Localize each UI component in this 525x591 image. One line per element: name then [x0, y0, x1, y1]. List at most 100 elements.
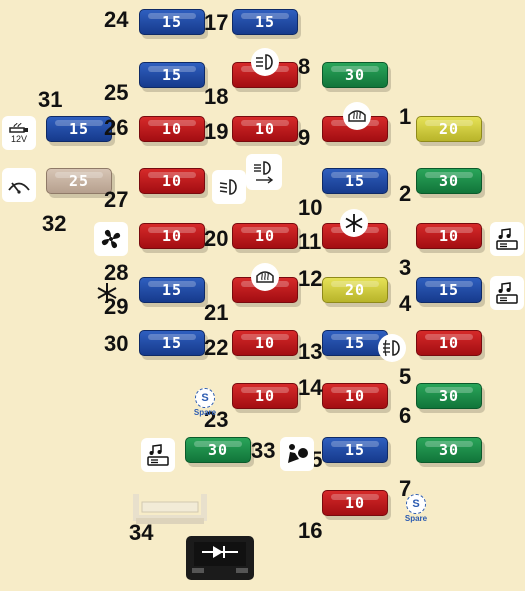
- airbag-icon: [280, 437, 314, 471]
- slot-number-14: 14: [298, 375, 323, 400]
- fuse-25-rating: 15: [161, 66, 183, 84]
- fuse-23-rating: 10: [254, 387, 276, 405]
- slot-number-7: 7: [399, 476, 412, 501]
- fuse-30-rating: 15: [161, 334, 183, 352]
- slot-number-30: 30: [104, 331, 129, 356]
- fuse-20[interactable]: 10: [232, 223, 298, 249]
- slot-number-21: 21: [204, 300, 229, 325]
- fuse-29[interactable]: 15: [139, 277, 205, 303]
- spare-label: Spare: [193, 408, 217, 417]
- slot-number-27: 27: [104, 187, 129, 212]
- fuse-2[interactable]: 30: [416, 168, 482, 194]
- diode-symbol-icon: [192, 542, 248, 573]
- fuse-4-rating: 15: [438, 281, 460, 299]
- slot-number-32: 32: [42, 211, 67, 236]
- fuse-32[interactable]: 25: [46, 168, 112, 194]
- fuse-7[interactable]: 30: [416, 437, 482, 463]
- fuse-1-rating: 20: [438, 120, 460, 138]
- radio-icon: [490, 222, 524, 256]
- slot-number-26: 26: [104, 115, 129, 140]
- spare-icon: S Spare: [188, 388, 222, 417]
- slot-number-33: 33: [251, 438, 276, 463]
- slot-number-20: 20: [204, 226, 229, 251]
- fuse-10[interactable]: 15: [322, 168, 388, 194]
- fuse-1[interactable]: 20: [416, 116, 482, 142]
- fuse-10-rating: 15: [344, 172, 366, 190]
- radio-icon-3: [141, 438, 175, 472]
- fuse-13[interactable]: 15: [322, 330, 388, 356]
- slot-number-11: 11: [298, 229, 322, 254]
- fuse-4[interactable]: 15: [416, 277, 482, 303]
- fuse-6[interactable]: 30: [416, 383, 482, 409]
- fuse-31[interactable]: 15: [46, 116, 112, 142]
- fan-icon: [94, 222, 128, 256]
- fuse-31-rating: 15: [68, 120, 90, 138]
- fuse-8[interactable]: 30: [322, 62, 388, 88]
- fuse-12-rating: 20: [344, 281, 366, 299]
- fuse-22-rating: 10: [254, 334, 276, 352]
- fuse-3[interactable]: 10: [416, 223, 482, 249]
- fuse-14[interactable]: 10: [322, 383, 388, 409]
- slot-number-9: 9: [298, 125, 311, 150]
- fuse-32-rating: 25: [68, 172, 90, 190]
- fuse-holder-34[interactable]: [132, 492, 208, 526]
- slot-number-13: 13: [298, 339, 323, 364]
- slot-number-31: 31: [38, 87, 63, 112]
- fuse-16-rating: 10: [344, 494, 366, 512]
- fuse-17-rating: 15: [254, 13, 276, 31]
- fuse-5-rating: 10: [438, 334, 460, 352]
- cigarette-lighter-icon: 12V: [2, 116, 36, 150]
- fuse-24[interactable]: 15: [139, 9, 205, 35]
- fuse-23[interactable]: 10: [232, 383, 298, 409]
- fuse-27[interactable]: 10: [139, 168, 205, 194]
- spare-label-2: Spare: [404, 514, 428, 523]
- fuse-30[interactable]: 15: [139, 330, 205, 356]
- fuse-12[interactable]: 20: [322, 277, 388, 303]
- fuse-6-rating: 30: [438, 387, 460, 405]
- snowflake-icon: [340, 209, 368, 237]
- spare-letter: S: [195, 388, 215, 408]
- slot-number-28: 28: [104, 260, 129, 285]
- rear-defrost-icon-2: [251, 263, 279, 291]
- fuse-13-rating: 15: [344, 334, 366, 352]
- slot-number-17: 17: [204, 10, 229, 35]
- fuse-19[interactable]: 10: [232, 116, 298, 142]
- fuse-22[interactable]: 10: [232, 330, 298, 356]
- fuse-27-rating: 10: [161, 172, 183, 190]
- fuse-15[interactable]: 15: [322, 437, 388, 463]
- fuse-33[interactable]: 30: [185, 437, 251, 463]
- fuse-25[interactable]: 15: [139, 62, 205, 88]
- fuse-19-rating: 10: [254, 120, 276, 138]
- lighter-voltage-label: 12V: [10, 133, 27, 144]
- slot-number-2: 2: [399, 181, 412, 206]
- slot-number-23: 23: [204, 407, 229, 432]
- wiper-icon: [2, 168, 36, 202]
- spare-icon-2: S Spare: [399, 494, 433, 523]
- fuse-3-rating: 10: [438, 227, 460, 245]
- slot-number-19: 19: [204, 119, 229, 144]
- fuse-33-rating: 30: [207, 441, 229, 459]
- fuse-28-rating: 10: [161, 227, 183, 245]
- slot-number-10: 10: [298, 195, 323, 220]
- fuse-15-rating: 15: [344, 441, 366, 459]
- fuse-26[interactable]: 10: [139, 116, 205, 142]
- low-beam-icon: [212, 170, 246, 204]
- slot-number-3: 3: [399, 255, 412, 280]
- fuse-14-rating: 10: [344, 387, 366, 405]
- fuse-29-rating: 15: [161, 281, 183, 299]
- slot-number-4: 4: [399, 291, 412, 316]
- fuse-8-rating: 30: [344, 66, 366, 84]
- headlight-icon: [251, 48, 279, 76]
- high-beam-icon: [246, 154, 282, 190]
- fuse-5[interactable]: 10: [416, 330, 482, 356]
- fuse-28[interactable]: 10: [139, 223, 205, 249]
- fuse-2-rating: 30: [438, 172, 460, 190]
- diode[interactable]: [186, 536, 254, 580]
- fuse-17[interactable]: 15: [232, 9, 298, 35]
- fuse-26-rating: 10: [161, 120, 183, 138]
- ac-snowflake-icon: [93, 279, 121, 307]
- slot-number-18: 18: [204, 84, 229, 109]
- slot-number-6: 6: [399, 403, 412, 428]
- fuse-16[interactable]: 10: [322, 490, 388, 516]
